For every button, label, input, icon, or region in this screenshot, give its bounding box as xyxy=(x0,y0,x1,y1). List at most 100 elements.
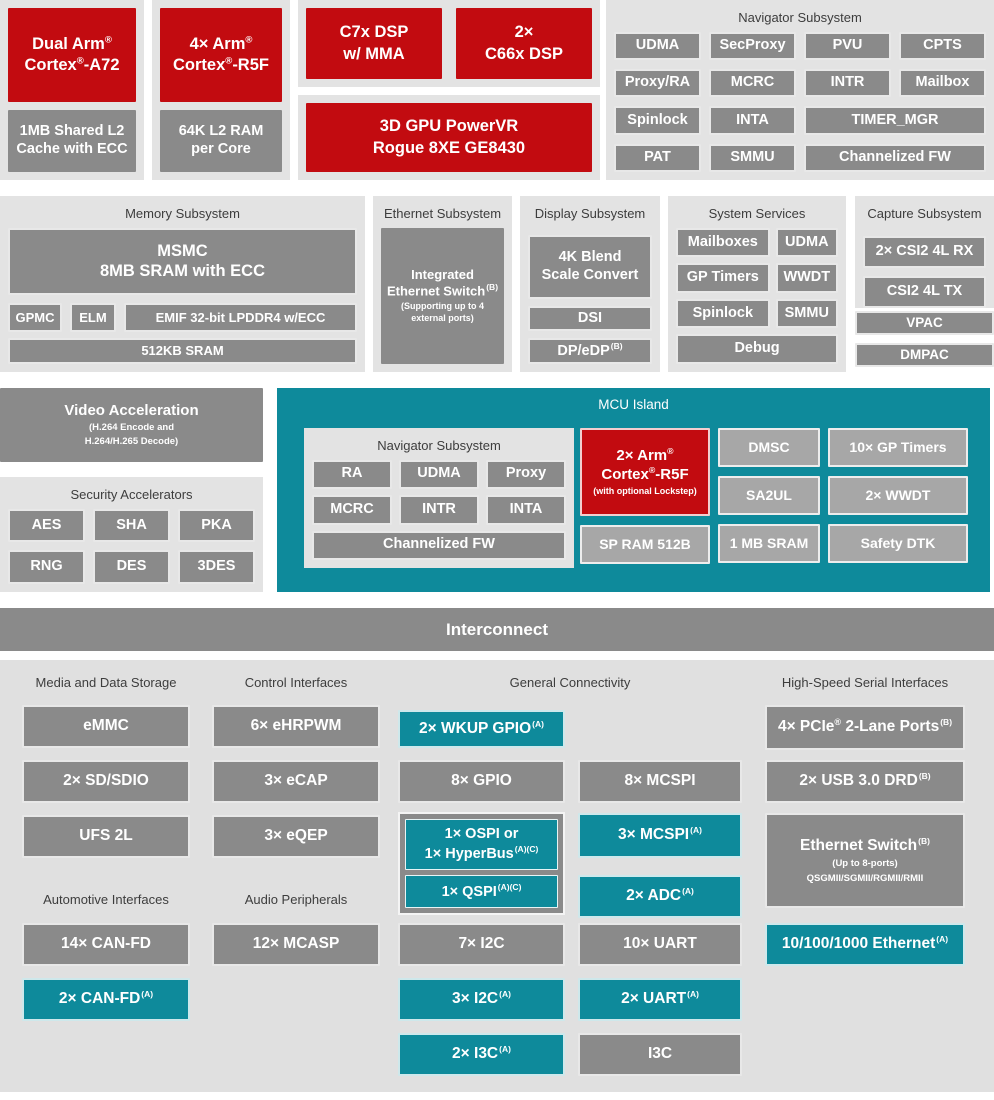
block-spinlock: Spinlock xyxy=(614,106,701,135)
dmpac-block: DMPAC xyxy=(855,343,994,367)
emmc-block: eMMC xyxy=(22,705,190,748)
mcu-r5f-column: 2× Arm®Cortex®-R5F(with optional Lockste… xyxy=(580,428,710,568)
block-dmsc: DMSC xyxy=(718,428,820,467)
ethernet-subsystem-title: Ethernet Subsystem xyxy=(383,206,502,221)
display-subsystem-title: Display Subsystem xyxy=(534,206,646,221)
block-debug: Debug xyxy=(676,334,838,364)
adc-block: 2× ADC(A) xyxy=(578,875,742,918)
block-elm: ELM xyxy=(70,302,116,333)
sram-512kb-block: 512KB SRAM xyxy=(8,338,357,365)
i2c-7-block: 7× I2C xyxy=(398,923,565,966)
mcspi-3-block: 3× MCSPI(A) xyxy=(578,813,742,858)
gigabit-ethernet-block: 10/100/1000 Ethernet(A) xyxy=(765,923,965,966)
audio-peripherals-header: Audio Peripherals xyxy=(244,892,348,907)
system-services-title: System Services xyxy=(708,206,806,221)
block-mailbox: Mailbox xyxy=(899,68,986,98)
uart-10-block: 10× UART xyxy=(578,923,742,966)
block-des: DES xyxy=(93,550,170,584)
ecap-block: 3× eCAP xyxy=(212,760,380,803)
block-dp-edp: DP/eDP(B) xyxy=(528,338,652,364)
mcu-island-title: MCU Island xyxy=(598,397,669,412)
capture-subsystem-title: Capture Subsystem xyxy=(867,206,982,221)
block-cpts: CPTS xyxy=(899,31,986,60)
high-speed-serial-header: High-Speed Serial Interfaces xyxy=(781,675,949,690)
mcu-cortex-r5f-block: 2× Arm®Cortex®-R5F(with optional Lockste… xyxy=(580,428,710,516)
can-fd-14-block: 14× CAN-FD xyxy=(22,923,190,966)
block-udma: UDMA xyxy=(399,459,479,490)
security-accelerators-title: Security Accelerators xyxy=(70,487,193,502)
mcasp-block: 12× MCASP xyxy=(212,923,380,966)
block-2-wwdt: 2× WWDT xyxy=(828,476,968,515)
peripherals-panel: Media and Data Storage Control Interface… xyxy=(0,660,994,1092)
block-dsi: DSI xyxy=(528,305,652,332)
sp-ram-block: SP RAM 512B xyxy=(580,525,710,564)
pcie-block: 4× PCIe® 2-Lane Ports(B) xyxy=(765,705,965,750)
block-rng: RNG xyxy=(8,550,85,584)
block-inta: INTA xyxy=(486,495,566,525)
block-inta: INTA xyxy=(709,106,796,135)
i3c-block: I3C xyxy=(578,1033,742,1076)
ehrpwm-block: 6× eHRPWM xyxy=(212,705,380,748)
block-intr: INTR xyxy=(804,68,891,98)
general-connectivity-header: General Connectivity xyxy=(509,675,631,690)
block-4-arm-cortex-r5f: 4× Arm®Cortex®-R5F xyxy=(160,8,282,102)
block-aes: AES xyxy=(8,508,85,543)
block-udma: UDMA xyxy=(614,31,701,60)
automotive-interfaces-header: Automotive Interfaces xyxy=(43,892,169,907)
block-proxy: Proxy xyxy=(486,459,566,490)
block-csi2-4l-tx: CSI2 4L TX xyxy=(863,275,986,308)
panel-capture-subsystem: Capture Subsystem 2× CSI2 4L RX CSI2 4L T… xyxy=(855,196,994,308)
gpio-8-block: 8× GPIO xyxy=(398,760,565,803)
block-pvu: PVU xyxy=(804,31,891,60)
can-fd-2-block: 2× CAN-FD(A) xyxy=(22,978,190,1021)
eqep-block: 3× eQEP xyxy=(212,815,380,858)
navigator-subsystem-title: Navigator Subsystem xyxy=(738,10,862,25)
block-secproxy: SecProxy xyxy=(709,31,796,60)
block-2-c66x-dsp: 2×C66x DSP xyxy=(456,8,592,79)
uart-2-block: 2× UART(A) xyxy=(578,978,742,1021)
block-mcrc: MCRC xyxy=(709,68,796,98)
block-mailboxes: Mailboxes xyxy=(676,227,770,258)
block-wwdt: WWDT xyxy=(775,263,838,293)
block-3des: 3DES xyxy=(178,550,255,584)
block-2-csi2-4l-rx: 2× CSI2 4L RX xyxy=(863,235,986,268)
sd-sdio-block: 2× SD/SDIO xyxy=(22,760,190,803)
block-smmu: SMMU xyxy=(775,298,838,329)
block-spinlock: Spinlock xyxy=(676,298,770,329)
memory-subsystem-title: Memory Subsystem xyxy=(125,206,240,221)
interconnect-bar: Interconnect xyxy=(0,608,994,651)
block-dual-arm-cortex-a72: Dual Arm®Cortex®-A72 xyxy=(8,8,136,102)
i3c-2-block: 2× I3C(A) xyxy=(398,1033,565,1076)
mcspi-8-block: 8× MCSPI xyxy=(578,760,742,803)
block-channelized-fw: Channelized FW xyxy=(312,530,566,560)
block-intr: INTR xyxy=(399,495,479,525)
vpac-block: VPAC xyxy=(855,311,994,335)
block-safety-dtk: Safety DTK xyxy=(828,524,968,563)
ethernet-switch-block: Ethernet Switch(B)(Up to 8-ports)QSGMII/… xyxy=(765,813,965,908)
block-channelized-fw: Channelized FW xyxy=(804,143,986,172)
